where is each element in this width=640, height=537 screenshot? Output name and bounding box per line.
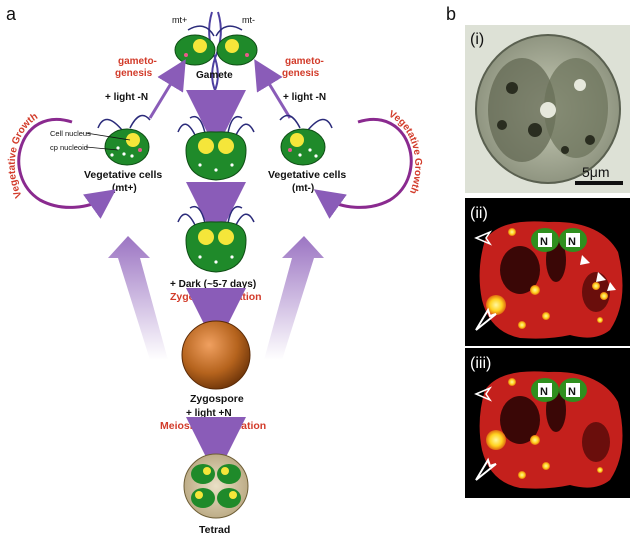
gametogenesis-right-1: gameto- [285,56,324,67]
pointer-cp-nucleoid [85,146,119,151]
veg-cells-left-1: Vegetative cells [84,169,162,181]
arrow-veg-left-to-gamete [148,59,186,119]
light-minus-n-left: + light -N [105,92,148,103]
micrograph-brightfield [465,25,630,193]
micrograph-fluorescence-iii [465,348,630,498]
vegetative-growth-loop-right [313,118,413,219]
panel-b-label: b [446,4,456,24]
meiosis-label: Meiosis/ Germination [160,420,266,432]
nucleus-mark-iii-1: N [540,386,548,398]
nucleus-mark-iii-2: N [568,386,576,398]
nucleus-marker-box-iii-1 [538,383,552,397]
nucleus-marker-box-ii-1 [538,233,552,247]
sub-ii-label: (ii) [470,205,488,222]
scale-bar [575,181,623,185]
vegetative-growth-left: Vegetative Growth [7,111,40,199]
nucleus-mark-ii-2: N [568,236,576,248]
zygote-cell [177,115,255,181]
gamete-pair [174,11,258,97]
scale-bar-label: 5μm [582,164,610,180]
gametogenesis-right-2: genesis [282,68,320,79]
sub-iii-label: (iii) [470,355,491,372]
sub-i-label: (i) [470,31,484,48]
pointer-cell-nucleus [85,132,131,141]
return-arrow-right [264,236,324,360]
gametogenesis-left-1: gameto- [118,56,157,67]
tetrad-label: Tetrad [199,524,230,536]
tetrad [183,453,249,519]
veg-cells-right-1: Vegetative cells [268,169,346,181]
mt-minus-label: mt- [242,15,255,25]
zygospore-label: Zygospore [190,393,244,405]
panel-a-label: a [6,4,17,24]
vegetative-cell-mt-minus [279,114,333,166]
arrow-veg-right-to-gamete [254,59,292,119]
cell-nucleus-label: Cell nucleus [50,129,91,138]
light-minus-n-right: + light -N [283,92,326,103]
vegetative-growth-loop-left [17,118,117,219]
veg-cells-right-2: (mt-) [292,183,314,194]
zygote-label: Zygote [198,186,233,198]
vegetative-cell-mt-plus [97,114,151,166]
veg-cells-left-2: (mt+) [112,183,137,194]
dark-days-label: + Dark (~5-7 days) [170,279,256,290]
nucleus-marker-box-iii-2 [566,383,580,397]
nucleus-mark-ii-1: N [540,236,548,248]
return-arrow-left [108,236,168,360]
gametogenesis-left-2: genesis [115,68,153,79]
mature-zygote-cell [177,205,255,273]
nucleus-marker-box-ii-2 [566,233,580,247]
svg-text:Vegetative Growth: Vegetative Growth [7,111,40,199]
light-plus-n-label: + light +N [186,408,232,419]
micrograph-fluorescence-ii [465,198,630,346]
cp-nucleoid-label: cp nucleoid [50,143,88,152]
mt-plus-label: mt+ [172,15,187,25]
gamete-label: Gamete [196,70,233,81]
zygospore [181,320,251,390]
zygote-maturation-label: Zygote maturation [170,291,262,303]
